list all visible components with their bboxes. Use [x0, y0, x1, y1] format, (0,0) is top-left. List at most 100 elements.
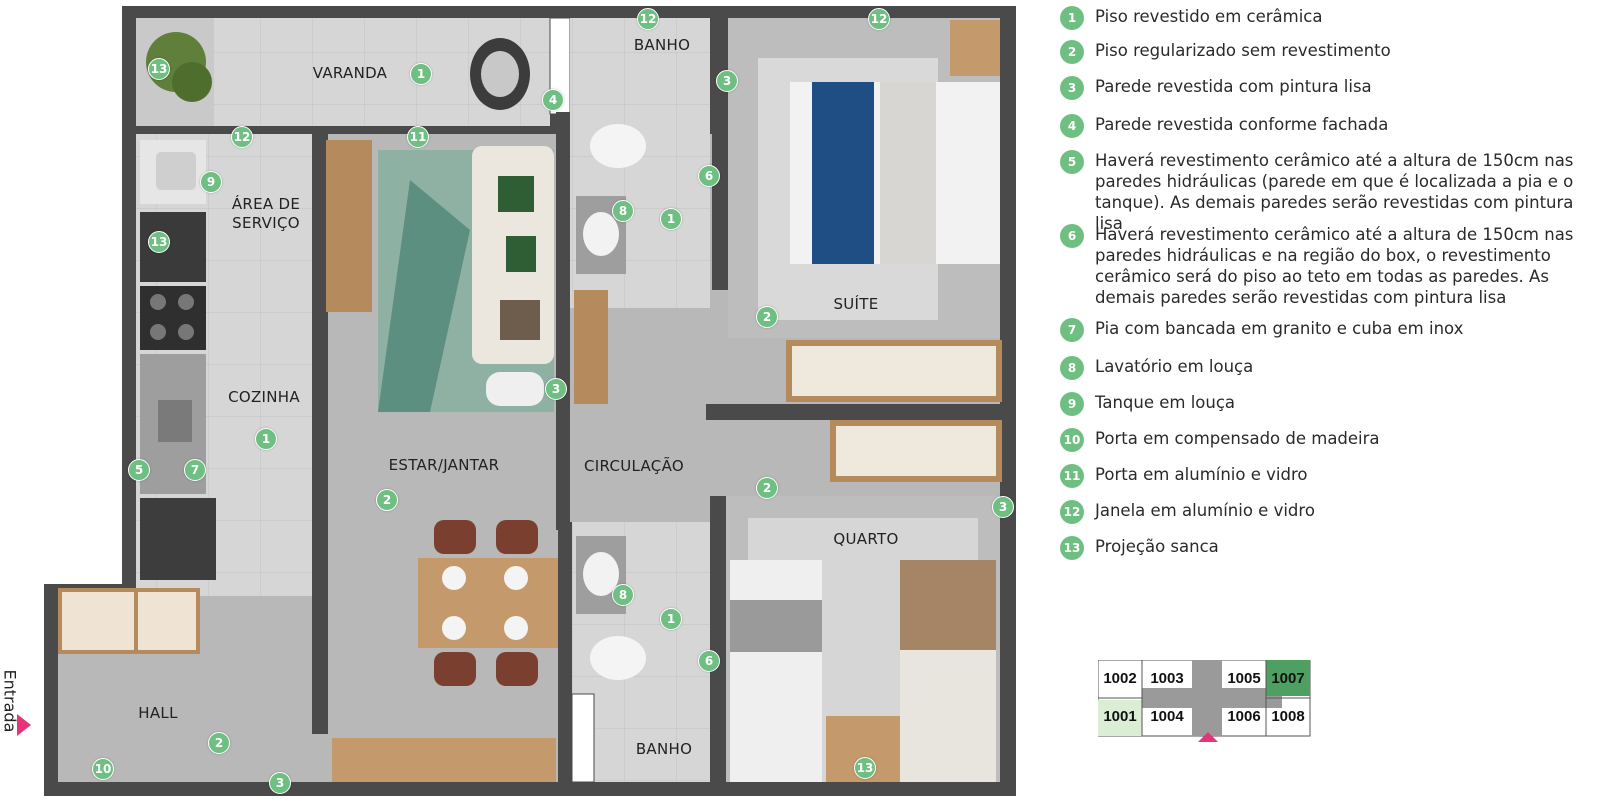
room-label-hall: HALL — [138, 704, 178, 722]
key-plan-unit: 1001 — [1103, 708, 1137, 725]
room-label-quarto: QUARTO — [833, 530, 899, 548]
plan-marker: 8 — [612, 200, 634, 222]
key-plan-unit: 1005 — [1227, 670, 1261, 687]
toilet-bottom — [590, 636, 646, 680]
sideboard — [332, 738, 556, 782]
legend-text: Piso revestido em cerâmica — [1095, 7, 1323, 26]
plan-marker: 2 — [376, 489, 398, 511]
floor-plan-drawing — [44, 6, 1016, 796]
legend-text: Haverá revestimento cerâmico até a altur… — [1095, 151, 1574, 233]
legend-number: 3 — [1060, 76, 1084, 100]
plan-marker: 7 — [184, 459, 206, 481]
legend-number: 12 — [1060, 500, 1084, 524]
legend-item: 3 Parede revestida com pintura lisa — [1060, 76, 1595, 100]
legend-item: 13 Projeção sanca — [1060, 536, 1595, 560]
legend-number: 9 — [1060, 392, 1084, 416]
room-label-varanda: VARANDA — [312, 64, 388, 82]
key-plan-unit: 1003 — [1150, 670, 1184, 687]
key-plan-entry-arrow-icon — [1198, 732, 1218, 742]
toilet-top — [590, 124, 646, 168]
key-plan: 1002 1003 1005 1007 1001 1004 1006 1008 — [1097, 659, 1312, 742]
entrance-arrow-icon — [17, 714, 31, 736]
legend-text: Haverá revestimento cerâmico até a altur… — [1095, 225, 1574, 307]
legend-text: Piso regularizado sem revestimento — [1095, 41, 1391, 60]
plan-marker: 1 — [410, 63, 432, 85]
legend-item: 2 Piso regularizado sem revestimento — [1060, 40, 1595, 64]
plan-marker: 11 — [407, 126, 429, 148]
legend-item: 11 Porta em alumínio e vidro — [1060, 464, 1595, 488]
bath-window-bottom — [571, 693, 595, 783]
key-plan-unit: 1006 — [1227, 708, 1261, 725]
legend-number: 10 — [1060, 428, 1084, 452]
legend-item: 8 Lavatório em louça — [1060, 356, 1595, 380]
plan-marker: 13 — [148, 58, 170, 80]
legend-text: Tanque em louça — [1095, 393, 1236, 412]
key-plan-unit: 1002 — [1103, 670, 1137, 687]
room-label-banho-bottom: BANHO — [635, 740, 693, 758]
plan-marker: 9 — [200, 171, 222, 193]
bath-top-wall — [556, 112, 570, 530]
plan-marker: 2 — [756, 306, 778, 328]
legend-item: 6 Haverá revestimento cerâmico até a alt… — [1060, 224, 1595, 308]
legend-item: 5 Haverá revestimento cerâmico até a alt… — [1060, 150, 1595, 234]
quarto-wall — [710, 496, 726, 786]
legend-item: 10 Porta em compensado de madeira — [1060, 428, 1595, 452]
room-label-cozinha: COZINHA — [228, 388, 300, 406]
dining-table — [418, 558, 558, 648]
plan-marker: 13 — [148, 231, 170, 253]
shelf-unit — [326, 140, 372, 312]
legend-number: 13 — [1060, 536, 1084, 560]
plan-marker: 1 — [255, 428, 277, 450]
plan-marker: 2 — [756, 477, 778, 499]
kitchen-partition — [312, 134, 328, 734]
room-label-circulacao: CIRCULAÇÃO — [583, 457, 684, 475]
key-plan-drawing — [1097, 659, 1311, 742]
legend-text: Projeção sanca — [1095, 537, 1219, 556]
plan-marker: 6 — [698, 650, 720, 672]
key-plan-unit: 1008 — [1271, 708, 1305, 725]
plan-marker: 1 — [660, 208, 682, 230]
chair — [434, 520, 476, 554]
plan-marker: 12 — [637, 8, 659, 30]
legend-number: 1 — [1060, 6, 1084, 30]
bath-cabinet — [574, 290, 608, 404]
legend-item: 1 Piso revestido em cerâmica — [1060, 6, 1595, 30]
room-label-area-servico: ÁREA DE SERVIÇO — [231, 195, 301, 232]
floor-plan: VARANDA BANHO ÁREA DE SERVIÇO SUÍTE COZI… — [44, 6, 1016, 796]
fridge — [140, 498, 216, 580]
legend-text: Parede revestida com pintura lisa — [1095, 77, 1372, 96]
legend-text: Porta em compensado de madeira — [1095, 429, 1380, 448]
room-label-estar-jantar: ESTAR/JANTAR — [388, 456, 500, 474]
legend-number: 4 — [1060, 114, 1084, 138]
room-label-suite: SUÍTE — [833, 295, 879, 313]
key-plan-unit: 1007 — [1271, 670, 1305, 687]
plan-marker: 8 — [612, 584, 634, 606]
legend-number: 6 — [1060, 224, 1084, 248]
legend-text: Porta em alumínio e vidro — [1095, 465, 1308, 484]
plan-marker: 2 — [208, 732, 230, 754]
legend-item: 4 Parede revestida conforme fachada — [1060, 114, 1595, 138]
plan-marker: 3 — [992, 496, 1014, 518]
plan-marker: 12 — [231, 126, 253, 148]
legend-number: 8 — [1060, 356, 1084, 380]
legend-number: 5 — [1060, 150, 1084, 174]
plan-marker: 3 — [269, 772, 291, 794]
nightstand — [950, 20, 1000, 76]
plan-marker: 3 — [545, 378, 567, 400]
bath-bottom-wall — [558, 522, 572, 782]
legend-item: 12 Janela em alumínio e vidro — [1060, 500, 1595, 524]
plan-marker: 12 — [868, 8, 890, 30]
plan-marker: 1 — [660, 608, 682, 630]
legend-text: Lavatório em louça — [1095, 357, 1254, 376]
plan-marker: 10 — [92, 758, 114, 780]
plan-marker: 5 — [128, 459, 150, 481]
key-plan-unit-highlight — [1098, 700, 1142, 736]
plan-marker: 4 — [542, 89, 564, 111]
room-label-banho-top: BANHO — [633, 36, 691, 54]
legend-text: Janela em alumínio e vidro — [1095, 501, 1315, 520]
plan-marker: 13 — [854, 757, 876, 779]
legend-text: Parede revestida conforme fachada — [1095, 115, 1389, 134]
legend-item: 7 Pia com bancada em granito e cuba em i… — [1060, 318, 1595, 342]
legend-text: Pia com bancada em granito e cuba em ino… — [1095, 319, 1464, 338]
cooktop — [140, 286, 206, 350]
